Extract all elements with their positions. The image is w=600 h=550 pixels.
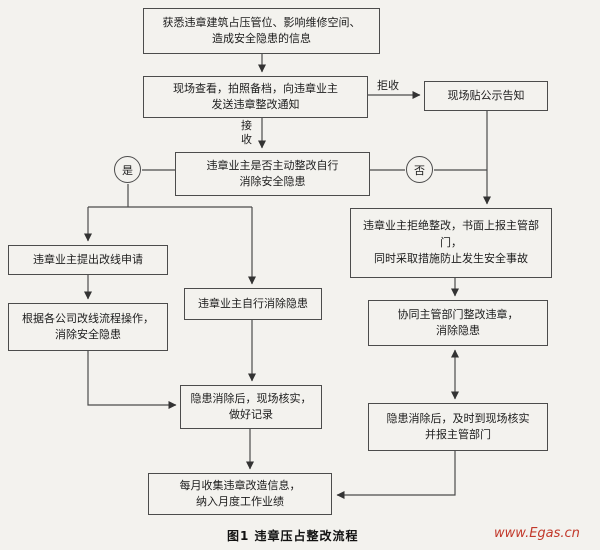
arrow-report-to-monthly (336, 451, 456, 499)
node-owner-self-fix: 违章业主自行消除隐患 (184, 288, 322, 320)
figure-caption: 图1 违章压占整改流程 (227, 529, 359, 543)
node-verify-and-report: 隐患消除后，及时到现场核实 并报主管部门 (368, 403, 548, 451)
node-reroute-process: 根据各公司改线流程操作， 消除安全隐患 (8, 303, 168, 351)
node-site-inspection: 现场查看，拍照备档，向违章业主 发送违章整改通知 (143, 76, 368, 118)
watermark-text: www.Egas.cn (494, 526, 580, 541)
edge-label-accept: 接收 (241, 119, 252, 147)
line-yes-branch (88, 184, 252, 208)
node-joint-rectification: 协同主管部门整改违章， 消除隐患 (368, 300, 548, 346)
node-owner-refuses: 违章业主拒绝整改，书面上报主管部门， 同时采取措施防止发生安全事故 (350, 208, 552, 278)
node-reroute-application: 违章业主提出改线申请 (8, 245, 168, 275)
node-owner-decision: 违章业主是否主动整改自行 消除安全隐患 (175, 152, 370, 196)
yes-branch-circle: 是 (114, 156, 141, 183)
node-site-verify-record: 隐患消除后，现场核实， 做好记录 (180, 385, 322, 429)
no-branch-circle: 否 (406, 156, 433, 183)
edge-label-reject: 拒收 (377, 79, 399, 92)
node-info-received: 获悉违章建筑占压管位、影响维修空间、 造成安全隐患的信息 (143, 8, 380, 54)
node-monthly-collection: 每月收集违章改造信息， 纳入月度工作业绩 (148, 473, 332, 515)
node-public-notice: 现场贴公示告知 (424, 81, 548, 111)
arrow-reroute-to-verify (87, 351, 177, 409)
